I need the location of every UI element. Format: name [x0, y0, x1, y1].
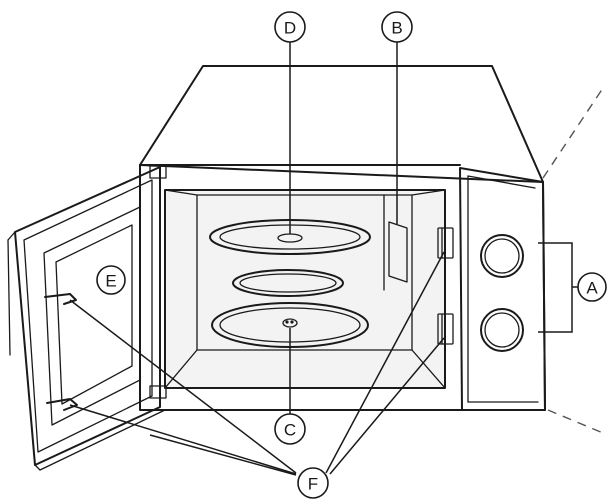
oven-door	[7, 166, 166, 471]
callout-f: F	[297, 467, 329, 499]
callout-a: A	[577, 272, 607, 302]
door-swing-line-lower	[547, 409, 604, 434]
latch-hole-lower	[437, 313, 454, 345]
callout-c-label: C	[284, 421, 296, 440]
callout-d-label: D	[284, 19, 296, 38]
power-knob	[480, 308, 524, 352]
callout-e: E	[96, 265, 126, 295]
callout-b-label: B	[391, 19, 402, 38]
callout-a-label: A	[586, 279, 598, 298]
callout-c: C	[274, 413, 306, 445]
callout-b: B	[381, 11, 413, 43]
leader-f-door-lower	[69, 404, 297, 475]
lower-hinge	[149, 385, 167, 399]
leader-f-door-upper	[69, 299, 297, 474]
door-swing-line-upper	[542, 87, 604, 179]
callout-d: D	[274, 11, 306, 43]
leader-f-door-edge	[149, 434, 297, 476]
door-latch-lower	[46, 398, 78, 411]
latch-hole-upper	[437, 227, 454, 259]
callout-f-label: F	[308, 475, 318, 494]
leader-f-latch-upper	[325, 251, 445, 474]
roller-ring	[232, 269, 344, 297]
leader-f-latch-lower	[329, 337, 445, 475]
callout-e-label: E	[105, 272, 116, 291]
timer-knob	[480, 234, 524, 278]
control-panel	[459, 167, 546, 411]
waveguide-cover	[388, 221, 408, 283]
door-latch-upper	[44, 293, 77, 305]
oven-cavity	[164, 189, 446, 389]
leader-a	[538, 242, 578, 333]
